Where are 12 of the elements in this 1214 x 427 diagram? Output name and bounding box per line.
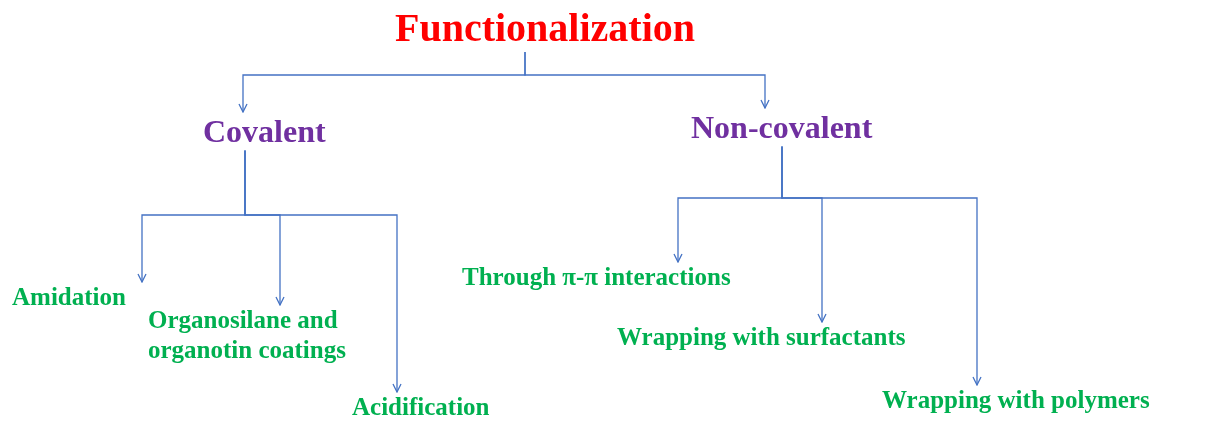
node-label: Through π-π interactions — [462, 262, 731, 292]
node-label: Wrapping with polymers — [882, 385, 1150, 415]
node-label: Wrapping with surfactants — [617, 322, 906, 352]
node-label: Non-covalent — [691, 108, 873, 147]
node-label: Covalent — [203, 112, 326, 151]
node-label: Acidification — [352, 392, 490, 422]
arrow — [524, 51, 770, 109]
node-label: Organosilane and organotin coatings — [148, 305, 398, 365]
arrow — [244, 149, 402, 393]
node-label: Amidation — [12, 282, 126, 312]
arrow — [781, 145, 982, 386]
node-label: Functionalization — [395, 4, 696, 52]
